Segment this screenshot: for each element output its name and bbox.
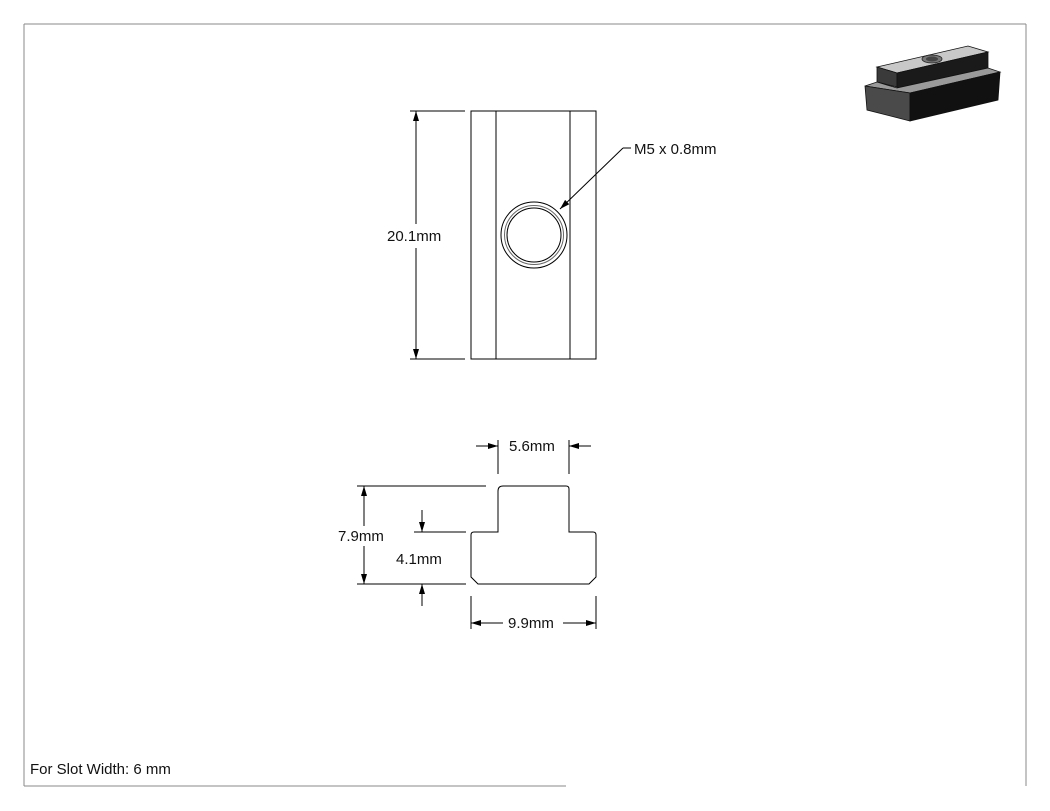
slot-width-note: For Slot Width: 6 mm [30,761,171,778]
thread-hole-inner [506,207,562,263]
total-height-label: 7.9mm [338,528,384,545]
bottom-width-dimension [470,596,597,629]
thread-hole-outer [500,201,568,269]
height-dimension [410,110,465,360]
height-dimension-label: 20.1mm [387,228,441,245]
top-view [470,110,597,360]
top-width-dimension [476,440,591,474]
bottom-width-label: 9.9mm [508,615,554,632]
sheet-border [23,23,1027,787]
flange-height-label: 4.1mm [396,551,442,568]
flange-height-dimension [414,510,466,606]
top-width-label: 5.6mm [509,438,555,455]
profile-view [470,485,597,585]
thread-callout-label: M5 x 0.8mm [634,141,717,158]
total-height-dimension [357,485,486,585]
isometric-view [864,45,1002,122]
thread-leader [559,147,631,210]
